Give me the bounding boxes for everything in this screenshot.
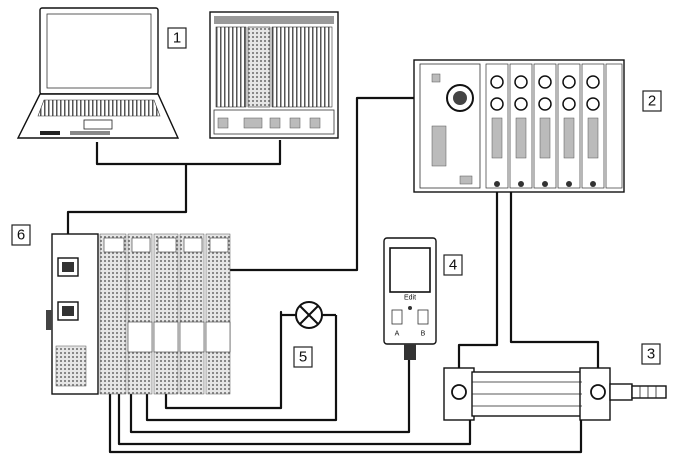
callout-1-label: 1 — [173, 30, 181, 47]
callout-6: 6 — [11, 224, 31, 246]
callout-3: 3 — [641, 343, 661, 365]
cable-lamp-left — [164, 310, 283, 410]
valve-terminal — [413, 59, 625, 193]
sensor-button-b[interactable] — [417, 309, 429, 325]
rack-modules — [215, 26, 333, 108]
callout-4-label: 4 — [449, 257, 457, 274]
callout-4: 4 — [443, 254, 463, 276]
lamp-icon — [281, 301, 336, 329]
cable-sensor — [129, 360, 411, 434]
sensor-button-b-label: B — [421, 331, 426, 338]
air-line-2 — [509, 190, 600, 380]
sensor-button-a[interactable] — [391, 309, 403, 325]
cable-to-controller — [66, 164, 188, 235]
pneumatic-cylinder — [443, 367, 667, 421]
callout-3-label: 3 — [647, 346, 655, 363]
laptop — [16, 7, 180, 139]
cable-cylinder-sensor-2 — [108, 388, 583, 454]
pressure-sensor: Edit A B — [383, 237, 437, 360]
io-modules — [99, 233, 231, 395]
keyboard-icon — [37, 99, 161, 135]
cable-laptop — [95, 140, 282, 166]
cables — [66, 96, 600, 454]
cable-cylinder-sensor-1 — [117, 388, 472, 446]
plc-rack — [209, 11, 339, 139]
callout-2: 2 — [642, 90, 662, 112]
callout-2-label: 2 — [648, 93, 656, 110]
sensor-display-text: Edit — [404, 295, 416, 302]
valve-slices — [485, 63, 623, 189]
sensor-button-a-label: A — [395, 331, 400, 338]
controller — [46, 233, 231, 395]
callout-1: 1 — [167, 27, 187, 49]
callout-5-label: 5 — [299, 349, 307, 366]
callout-6-label: 6 — [17, 227, 25, 244]
air-line-1 — [457, 190, 499, 380]
cable-lamp-right — [145, 315, 338, 422]
callout-5: 5 — [293, 346, 313, 368]
cable-controller-valve — [220, 96, 448, 272]
